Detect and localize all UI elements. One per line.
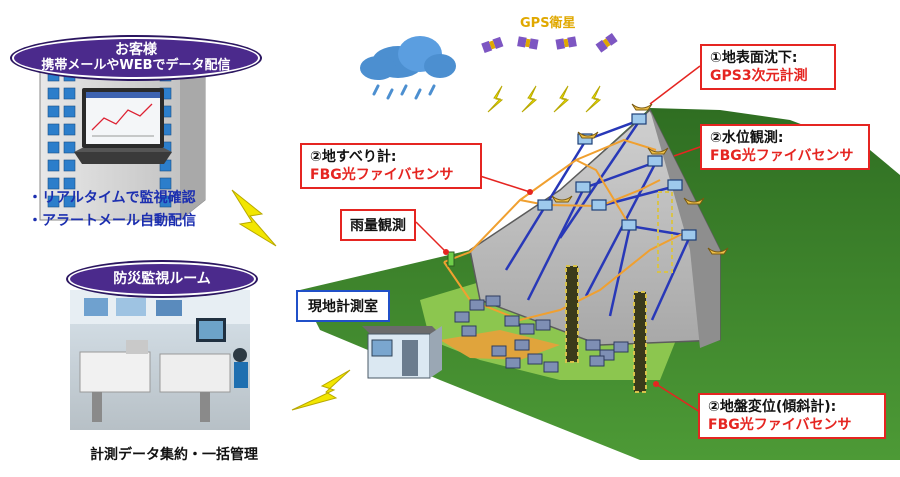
callout-landslide-title: ②地すべり計: — [310, 149, 397, 165]
gps-antenna-icon — [551, 195, 573, 203]
customer-title: お客様 — [115, 42, 157, 58]
rain-gauge-icon — [447, 251, 455, 267]
callout-ground-displacement: ②地盤変位(傾斜計): FBG光ファイバセンサ — [698, 393, 886, 439]
data-aggregation-note: 計測データ集約・一括管理 — [90, 447, 258, 463]
lightning-bolt-icon — [521, 85, 538, 113]
landslide-sensor — [681, 229, 697, 241]
monitor-room-title: 防災監視ルーム — [113, 271, 211, 287]
water-level-borehole — [657, 191, 673, 273]
landslide-sensor — [631, 113, 647, 125]
field-station-label: 現地計測室 — [296, 290, 390, 322]
landslide-sensor — [537, 199, 553, 211]
callout-water-level: ②水位観測: FBG光ファイバセンサ — [700, 124, 870, 170]
gps-satellite-label: GPS衛星 — [520, 16, 576, 31]
satellite-icon — [517, 36, 539, 50]
satellite-icon — [555, 36, 577, 50]
inclinometer-borehole — [633, 291, 647, 393]
lightning-bolt-icon — [585, 85, 602, 113]
monitoring-room-photo — [70, 290, 250, 430]
satellite-icon — [481, 36, 504, 54]
gps-antenna-icon — [577, 131, 599, 139]
lightning-bolt-icon — [553, 85, 570, 113]
residential-houses — [454, 295, 629, 373]
inclinometer-borehole — [565, 265, 579, 363]
callout-pointer — [415, 221, 447, 253]
callout-gps-title: ①地表面沈下: — [710, 50, 798, 66]
callout-pointer — [649, 65, 701, 105]
callout-pointer-end — [527, 189, 533, 195]
laptop-icon — [74, 88, 172, 164]
customer-banner: お客様 携帯メールやWEBでデータ配信 — [12, 37, 260, 79]
callout-gps-method: GPS3次元計測 — [710, 68, 808, 84]
callout-water-method: FBG光ファイバセンサ — [710, 148, 854, 164]
bullet-realtime: ・リアルタイムで監視確認 — [28, 190, 196, 206]
rain-cloud-icon — [360, 36, 456, 100]
callout-water-title: ②水位観測: — [710, 130, 784, 146]
callout-ground-title: ②地盤変位(傾斜計): — [708, 399, 837, 415]
landslide-sensor — [591, 199, 607, 211]
slope-surface — [469, 108, 721, 348]
landslide-sensor — [647, 155, 663, 167]
callout-pointer-end — [653, 381, 659, 387]
lightning-bolt-icon — [487, 85, 504, 113]
callout-landslide-method: FBG光ファイバセンサ — [310, 167, 454, 183]
lightning-bolt-icon — [231, 189, 277, 247]
landslide-sensor — [667, 179, 683, 191]
callout-pointer — [655, 383, 701, 413]
landslide-sensor — [621, 219, 637, 231]
landslide-sensor — [577, 133, 593, 145]
landslide-meter-cables — [504, 118, 692, 321]
rain-observation-label: 雨量観測 — [340, 209, 416, 241]
callout-ground-method: FBG光ファイバセンサ — [708, 417, 852, 433]
monitor-room-banner: 防災監視ルーム — [68, 262, 256, 296]
satellite-icon — [595, 32, 618, 53]
gps-antenna-icon — [683, 197, 705, 205]
landslide-sensor — [575, 181, 591, 193]
callout-pointer-end — [443, 249, 449, 255]
customer-subtitle: 携帯メールやWEBでデータ配信 — [41, 58, 231, 73]
bullet-alert-mail: ・アラートメール自動配信 — [28, 213, 196, 229]
callout-pointer — [479, 175, 531, 193]
callout-landslide-meter: ②地すべり計: FBG光ファイバセンサ — [300, 143, 482, 189]
callout-gps-settlement: ①地表面沈下: GPS3次元計測 — [700, 44, 836, 90]
gps-antenna-icon — [707, 247, 729, 255]
gps-antenna-icon — [631, 103, 653, 111]
lightning-bolt-icon — [291, 369, 351, 411]
gps-antenna-icon — [647, 147, 669, 155]
field-station-building — [362, 326, 442, 379]
